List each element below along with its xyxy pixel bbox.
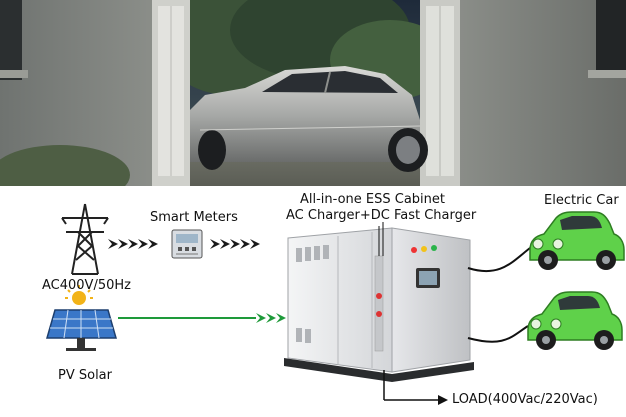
load-label: LOAD(400Vac/220Vac) <box>452 392 598 407</box>
charging-cables <box>467 247 531 343</box>
grid-voltage-label: AC400V/50Hz <box>42 278 131 293</box>
car-photo <box>190 66 428 172</box>
garage-photo <box>0 0 626 186</box>
ess-cabinet-icon <box>284 222 474 382</box>
pv-solar-label: PV Solar <box>58 368 112 383</box>
smart-meters-label: Smart Meters <box>150 210 238 225</box>
meter-to-cabinet-arrow <box>210 239 260 249</box>
system-diagram: All-in-one ESS Cabinet AC Charger+DC Fas… <box>0 186 626 417</box>
smart-meter-icon <box>171 229 203 259</box>
load-arrow <box>383 370 448 405</box>
transmission-tower-icon <box>61 203 109 275</box>
grid-to-meter-arrow <box>108 239 158 249</box>
electric-car-icon <box>529 211 625 270</box>
electric-car-icon-2 <box>527 291 623 350</box>
solar-panel-icon <box>46 285 117 351</box>
electric-car-label: Electric Car <box>544 193 619 208</box>
cabinet-title-line-2: AC Charger+DC Fast Charger <box>286 208 477 223</box>
cabinet-title-line-1: All-in-one ESS Cabinet <box>300 192 446 207</box>
solar-to-cabinet-arrow <box>118 313 286 323</box>
